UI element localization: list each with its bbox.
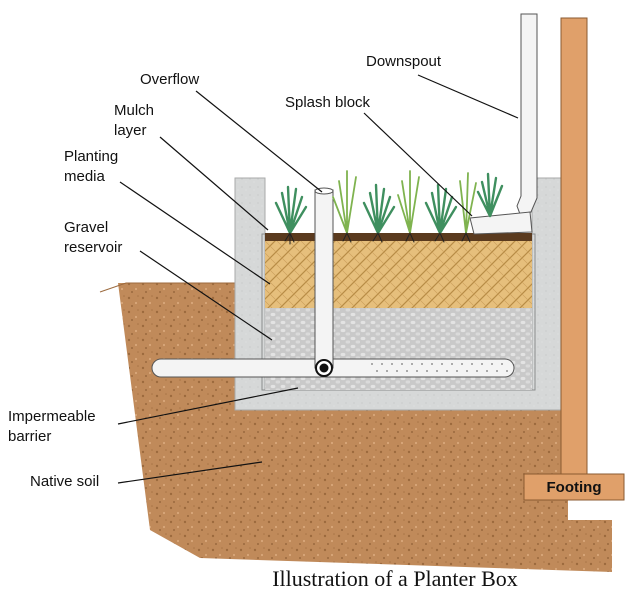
mulch-layer <box>265 233 532 241</box>
label-mulch-line2: layer <box>114 122 147 139</box>
leader-overflow <box>195 90 323 193</box>
leader-downspout <box>417 74 519 119</box>
footing-block <box>523 473 625 501</box>
pipe-perforations <box>371 363 508 372</box>
plant-2 <box>332 170 357 243</box>
leader-impermeable-barrier <box>117 387 299 425</box>
gravel-reservoir <box>265 308 532 390</box>
plant-7 <box>476 172 504 218</box>
plant-1 <box>274 185 308 245</box>
plants <box>274 170 504 245</box>
label-native-soil: Native soil <box>30 473 99 490</box>
native-soil-ground-left <box>99 282 235 293</box>
building-wall <box>560 17 588 475</box>
leader-gravel-reservoir <box>139 250 273 341</box>
label-gravel-line1: Gravel <box>64 219 108 236</box>
leader-planting-media <box>119 181 271 285</box>
label-planting-line1: Planting <box>64 148 118 165</box>
caption: Illustration of a Planter Box <box>272 566 518 591</box>
footing-label: Footing <box>547 479 602 496</box>
downspout <box>516 13 538 215</box>
plant-4 <box>397 170 420 243</box>
planting-media <box>265 240 532 308</box>
plant-3 <box>362 183 396 243</box>
overflow-pipe <box>314 189 334 369</box>
label-barrier-line1: Impermeable <box>8 408 96 425</box>
plant-5 <box>424 183 458 243</box>
label-gravel-line2: reservoir <box>64 239 122 256</box>
native-soil-area <box>118 283 612 572</box>
pipe-junction-inner <box>319 363 329 373</box>
label-downspout: Downspout <box>366 53 442 70</box>
label-barrier-line2: barrier <box>8 428 51 445</box>
plant-6 <box>459 172 477 243</box>
leader-mulch-layer <box>159 136 269 231</box>
label-mulch-line1: Mulch <box>114 102 154 119</box>
leader-splash-block <box>363 112 473 217</box>
leader-native-soil <box>117 461 263 484</box>
label-planting-line2: media <box>64 168 106 185</box>
label-overflow: Overflow <box>140 71 199 88</box>
label-splash-block: Splash block <box>285 94 371 111</box>
splash-block <box>469 211 533 235</box>
